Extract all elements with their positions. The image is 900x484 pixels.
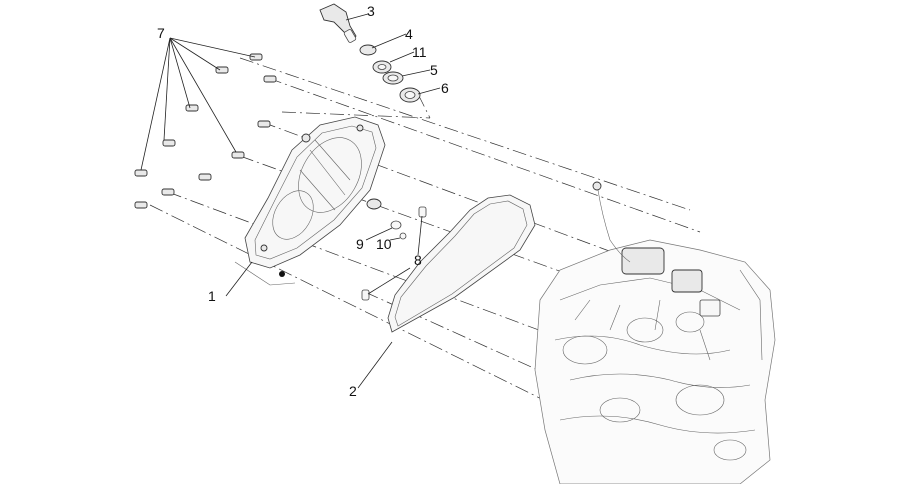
bolts	[134, 53, 277, 209]
callout-11: 11	[412, 44, 427, 60]
clutch-cover	[234, 116, 386, 286]
callout-2: 2	[349, 383, 357, 399]
dowel-and-seal-parts	[361, 198, 427, 301]
engine-block	[534, 181, 776, 484]
callout-1: 1	[208, 288, 216, 304]
callout-labels: 1 2 3 4 5 6 7 8 9 10 11	[157, 3, 449, 399]
callout-6: 6	[441, 80, 449, 96]
callout-8: 8	[414, 252, 422, 268]
callout-9: 9	[356, 236, 364, 252]
leader-lines	[140, 13, 441, 389]
shaft-assembly-parts	[319, 3, 421, 103]
callout-10: 10	[376, 236, 392, 252]
callout-7: 7	[157, 25, 165, 41]
callout-5: 5	[430, 62, 438, 78]
callout-3: 3	[367, 3, 375, 19]
gasket	[387, 194, 536, 333]
callout-4: 4	[405, 26, 413, 42]
